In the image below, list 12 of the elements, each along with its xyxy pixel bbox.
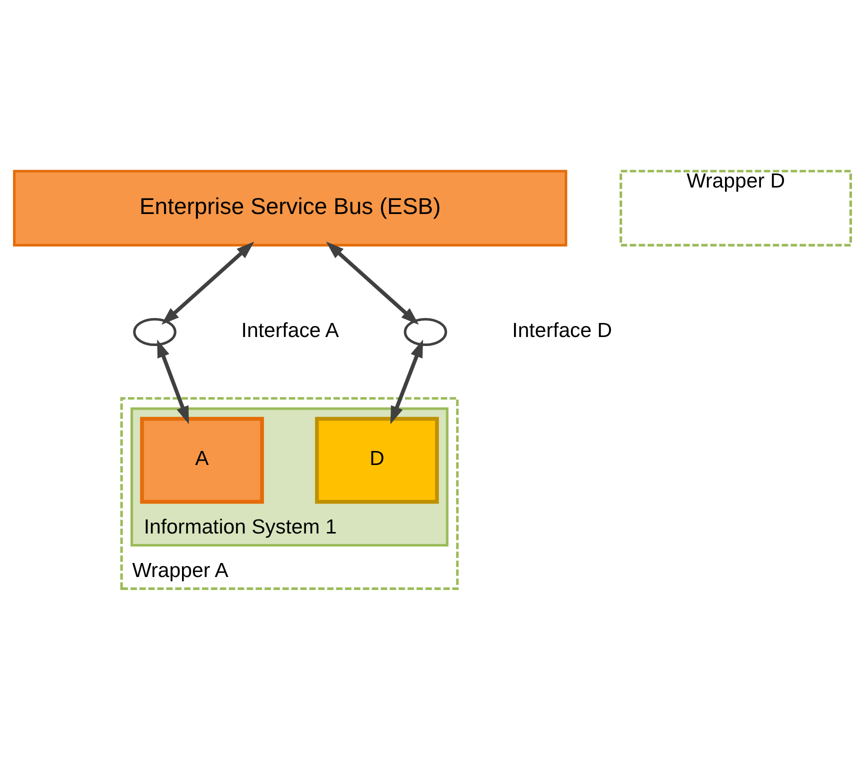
arrow (156, 338, 188, 424)
node-ellipse (132, 317, 176, 346)
node-label: Interface A (240, 319, 338, 342)
arrow (326, 241, 418, 324)
arrow (160, 241, 254, 324)
node-ellipse (403, 317, 447, 346)
node-box: A (140, 416, 264, 504)
node-box: Enterprise Service Bus (ESB) (12, 169, 567, 246)
arrow (390, 338, 423, 424)
node-label: Interface D (512, 319, 612, 342)
node-box: Wrapper D (619, 169, 852, 246)
node-box: D (314, 416, 438, 504)
